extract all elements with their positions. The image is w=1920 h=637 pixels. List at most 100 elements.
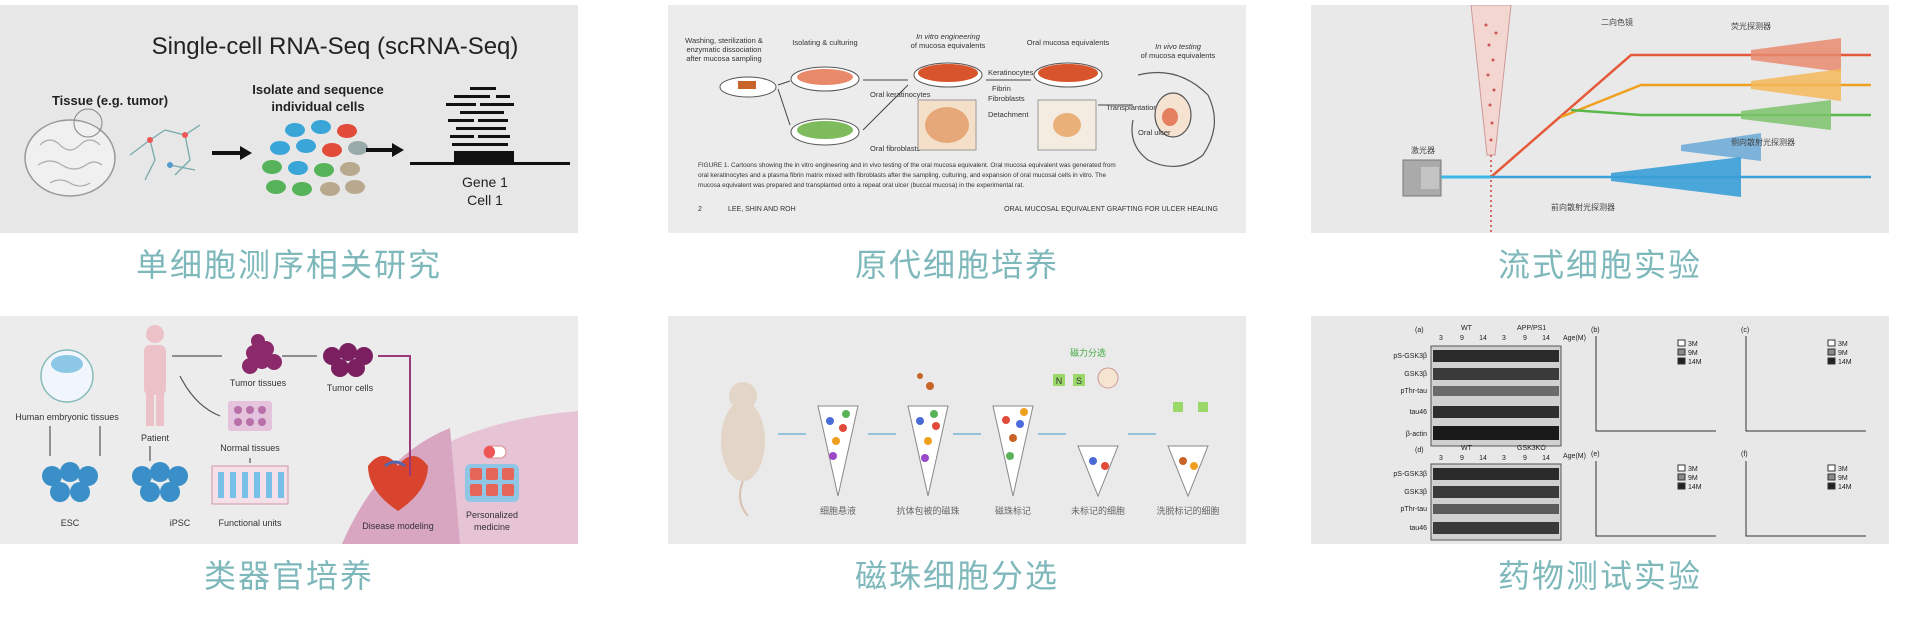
pill-icon (483, 445, 507, 459)
ipsc-cluster (132, 462, 188, 502)
oral-fibroblasts-label: Oral fibroblasts (870, 144, 921, 153)
keratinocytes-label: Keratinocytes (988, 68, 1034, 77)
medicine-illustration (465, 464, 519, 502)
legend-label: 14M (1688, 484, 1702, 491)
legend-label: 9M (1688, 475, 1698, 482)
wt-label-bottom: WT (1461, 445, 1473, 452)
age-tick: 14 (1479, 455, 1487, 462)
tube-cell-suspension (817, 405, 859, 497)
gsk-label: GSK3KO (1517, 445, 1546, 452)
legend-swatch (1827, 348, 1836, 356)
dish-fibroblasts (790, 118, 860, 146)
chart-axis (1745, 336, 1866, 432)
fibroblasts-label: Fibroblasts (988, 94, 1025, 103)
age-label-bottom: Age(M) (1563, 453, 1586, 460)
figure-caption-2: oral keratinocytes and a plasma fibrin m… (698, 172, 1106, 179)
caption-organoid: 类器官培养 (203, 557, 374, 595)
magnet-icon: N S (1053, 367, 1119, 389)
tumor-tissue-illustration (242, 334, 282, 374)
normal-tissue-illustration (228, 401, 272, 431)
age-tick: 9 (1523, 455, 1527, 462)
legend-swatch (1677, 357, 1686, 365)
band-label: pThr-tau (1401, 506, 1428, 513)
isolate-label-2: individual cells (271, 99, 364, 114)
age-tick: 14 (1542, 335, 1550, 342)
functional-units-illustration (211, 465, 289, 505)
oral-keratinocytes-label: Oral keratinocytes (870, 90, 931, 99)
legend-label: 3M (1838, 466, 1848, 473)
age-label-top: Age(M) (1563, 335, 1586, 342)
step4-label: Oral mucosa equivalents (1027, 38, 1110, 47)
tube-bead-label (992, 405, 1034, 497)
step1-label-1: Washing, sterilization & (685, 36, 763, 45)
page-number: 2 (698, 206, 702, 213)
esc-label: ESC (61, 518, 80, 528)
fluorescence-label: 荧光探测器 (1731, 21, 1771, 31)
side-scatter-label: 侧向散射光探测器 (1731, 137, 1795, 147)
band-label: GSK3β (1404, 371, 1427, 378)
tumor-cells-label: Tumor cells (327, 383, 374, 393)
legend-label: 14M (1688, 359, 1702, 366)
tube-eluted (1167, 445, 1209, 498)
band-label: pS-GSK3β (1393, 471, 1427, 478)
legend-swatch (1827, 464, 1836, 472)
arrow-down-icon (49, 426, 251, 463)
authors: LEE, SHIN AND ROH (728, 206, 796, 213)
dish-engineering (913, 62, 983, 151)
card-primary-culture: Washing, sterilization & enzymatic disso… (668, 5, 1246, 284)
card-magnetic-sorting: 磁力分选 (668, 316, 1246, 595)
step-bead-label: 磁珠标记 (995, 505, 1031, 516)
legend-label: 3M (1688, 341, 1698, 348)
caption-flow-cytometry: 流式细胞实验 (1497, 246, 1702, 284)
legend-swatch (1677, 482, 1686, 490)
tissue-label: Tissue (e.g. tumor) (52, 93, 168, 108)
brain-illustration (24, 108, 116, 197)
oral-ulcer-illustration (1131, 71, 1216, 167)
laser-device (1402, 159, 1442, 197)
svg-text:N: N (1056, 376, 1063, 386)
mouse-illustration (721, 382, 765, 517)
isolate-label-1: Isolate and sequence (252, 82, 384, 97)
sequencing-reads (410, 87, 570, 165)
age-tick: 9 (1523, 335, 1527, 342)
step-eluted: 洗脱标记的细胞 (1156, 505, 1219, 516)
legend-swatch (1827, 473, 1836, 481)
primary-culture-image: Washing, sterilization & enzymatic disso… (668, 5, 1246, 233)
chart-axis (1595, 336, 1716, 432)
esc-cluster (42, 462, 98, 502)
band-label: GSK3β (1404, 489, 1427, 496)
patient-label: Patient (141, 433, 170, 443)
neuron-illustration (129, 124, 201, 181)
arrow-down-icon (179, 375, 221, 417)
panel-label-d: (d) (1415, 447, 1424, 454)
dish-keratinocytes (790, 66, 860, 92)
age-tick: 3 (1439, 335, 1443, 342)
card-flow-cytometry: 激光器 二向色镜 荧光探测器 侧向散射光探测器 前向散射光探测器 流式细胞实验 (1311, 5, 1889, 284)
age-tick: 3 (1439, 455, 1443, 462)
forward-scatter-label: 前向散射光探测器 (1551, 202, 1615, 212)
step5-label-2: of mucosa equivalents (1141, 51, 1216, 60)
detector-orange (1751, 69, 1841, 101)
step5-label-1: In vivo testing (1155, 42, 1202, 51)
legend-label: 3M (1688, 466, 1698, 473)
magnetic-sorting-image: 磁力分选 (668, 316, 1246, 544)
step3-label-1: In vitro engineering (916, 32, 981, 41)
chart-axis (1745, 461, 1866, 537)
arrow-right-icon (862, 84, 909, 131)
western-blot-bottom (1433, 468, 1559, 534)
panel-label-e: (e) (1591, 451, 1600, 458)
arrow-right-icon (378, 355, 411, 476)
step2-label: Isolating & culturing (792, 38, 857, 47)
legend-swatch (1677, 348, 1686, 356)
panel-label-b: (b) (1591, 327, 1600, 334)
tumor-tissues-label: Tumor tissues (230, 378, 287, 388)
running-title: ORAL MUCOSAL EQUIVALENT GRAFTING FOR ULC… (1004, 206, 1218, 213)
tube-unlabeled (1077, 445, 1119, 498)
figure-caption-3: mucosa equivalent was prepared and trans… (698, 182, 1024, 189)
card-organoid: Human embryonic tissues Patient Tumor ti… (0, 316, 578, 595)
legend-swatch (1827, 339, 1836, 347)
legend-swatch (1677, 339, 1686, 347)
